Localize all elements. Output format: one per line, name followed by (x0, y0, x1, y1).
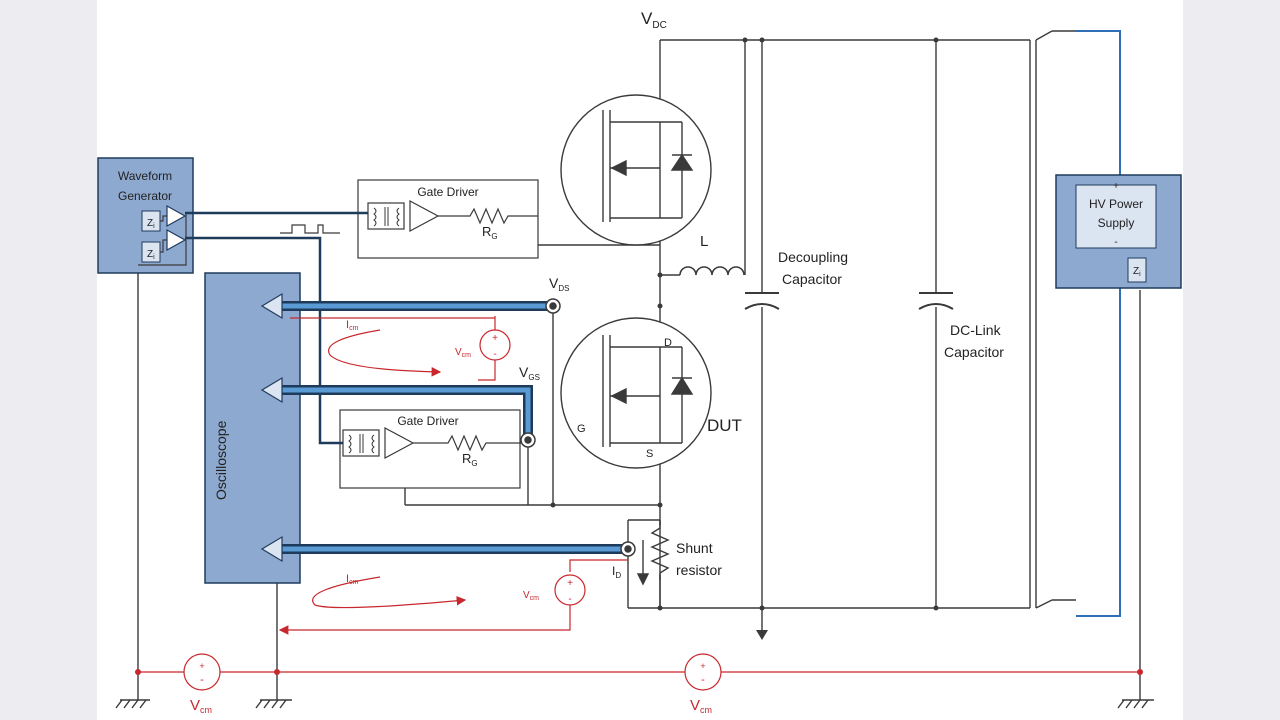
control-signals (138, 211, 368, 445)
vcm-label: Vcm (190, 697, 212, 715)
gate-driver-top (357, 179, 539, 259)
vcm-label: Vcm (523, 590, 539, 602)
dut-mosfet-icon (560, 317, 712, 469)
inductor-icon (679, 266, 745, 276)
plus-label: + (700, 661, 705, 671)
oscilloscope (204, 272, 301, 584)
vcm-source-icon (479, 329, 511, 361)
probe-cables (280, 301, 628, 554)
shunt-label-2: resistor (676, 562, 722, 578)
ground-arrow-icon (756, 630, 768, 640)
icm-label: Icm (346, 319, 359, 332)
minus-label: - (568, 594, 571, 605)
probe-connector-icon (260, 292, 283, 563)
hv-supply-label-2: Supply (1098, 216, 1135, 230)
vcm-source-icon (183, 653, 221, 691)
probe-tip-icon (545, 298, 561, 314)
dut-label: DUT (707, 416, 742, 435)
hv-power-supply (1055, 174, 1182, 289)
icm-label: Icm (346, 573, 359, 586)
rg-bottom-label: RG (462, 451, 478, 468)
power-wiring (137, 30, 1141, 700)
supply-leads (1076, 30, 1121, 617)
id-label: ID (612, 564, 621, 580)
waveform-generator-label-2: Generator (118, 189, 172, 203)
ground-icon (115, 699, 150, 709)
rg-top-label: RG (482, 224, 498, 241)
inductor-label: L (700, 233, 708, 250)
plus-label: + (492, 333, 498, 344)
gate-driver-bottom-label: Gate Driver (397, 414, 458, 428)
pin-d-label: D (664, 337, 672, 349)
shunt-resistor-icon (636, 520, 670, 586)
gate-driver-bottom (339, 409, 528, 489)
hv-plus-label: + (1113, 181, 1119, 192)
diagram-canvas: VDC Waveform Generator Zi Zi Gate Driver… (97, 0, 1183, 720)
high-side-mosfet-icon (560, 94, 712, 246)
waveform-generator (97, 157, 194, 274)
vcm-source-icon (684, 653, 722, 691)
minus-label: - (200, 674, 204, 686)
dclink-label: DC-Link (950, 322, 1002, 338)
vds-label: VDS (549, 275, 569, 293)
vdc-label: VDC (641, 9, 667, 31)
probe-tip-icon (520, 432, 536, 448)
vcm-label: Vcm (690, 697, 712, 715)
pin-g-label: G (577, 423, 586, 435)
gate-driver-top-label: Gate Driver (417, 185, 478, 199)
circuit-schematic: VDC Waveform Generator Zi Zi Gate Driver… (97, 9, 1182, 715)
vcm-source-icon (554, 574, 586, 606)
minus-label: - (701, 674, 705, 686)
probe-tip-icon (620, 541, 636, 557)
vcm-label: Vcm (455, 347, 471, 359)
shunt-label: Shunt (676, 540, 713, 556)
ground-icon (255, 699, 292, 709)
hv-supply-label: HV Power (1089, 197, 1143, 211)
ground-icon (1117, 699, 1154, 709)
plus-label: + (567, 578, 573, 589)
dclink-label-2: Capacitor (944, 344, 1004, 360)
vgs-label: VGS (519, 364, 540, 382)
decoupling-label: Decoupling (778, 249, 848, 265)
dclink-capacitor-icon (918, 292, 954, 310)
zi-label: Zi (147, 218, 155, 230)
hv-minus-label: - (1114, 237, 1117, 248)
common-mode-loops (138, 316, 1140, 673)
minus-label: - (493, 349, 496, 360)
pin-s-label: S (646, 448, 653, 460)
waveform-generator-label: Waveform (118, 169, 172, 183)
zi-label: Zi (147, 249, 155, 261)
zi-label: Zi (1133, 266, 1141, 278)
decoupling-label-2: Capacitor (782, 271, 842, 287)
oscilloscope-label: Oscilloscope (213, 420, 229, 500)
plus-label: + (199, 661, 204, 671)
decoupling-capacitor-icon (744, 292, 780, 310)
